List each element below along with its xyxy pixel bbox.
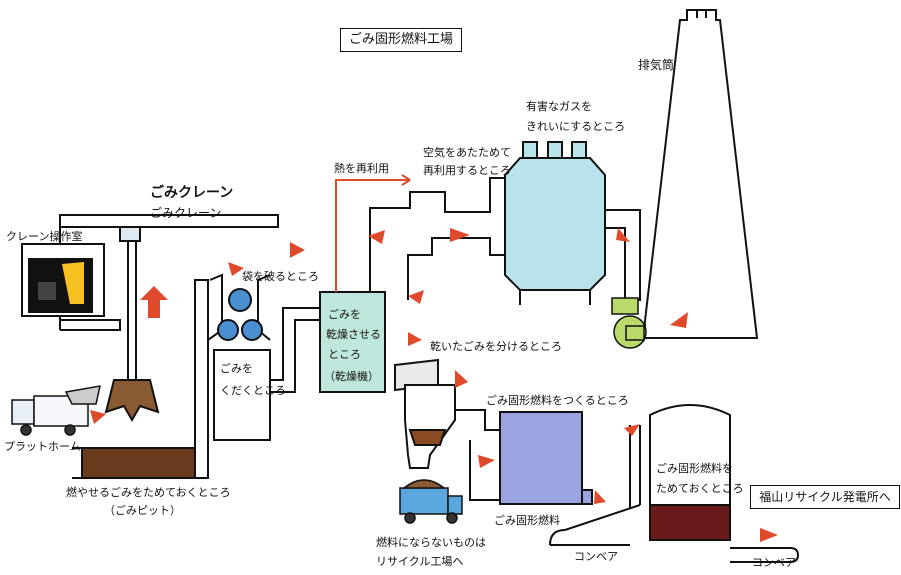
refuse-pit bbox=[72, 273, 271, 479]
destination-box: 福山リサイクル発電所へ bbox=[750, 485, 900, 509]
pit-label-2: （ごみピット） bbox=[104, 504, 181, 517]
heat-reuse-label: 熱を再利用 bbox=[334, 162, 389, 175]
non-fuel-label-2: リサイクル工場へ bbox=[376, 555, 464, 568]
crusher-label-2: くだくところ bbox=[220, 384, 286, 397]
heat-recycle-line bbox=[335, 174, 411, 292]
rdf-make-label: ごみ固形燃料をつくるところ bbox=[486, 394, 629, 407]
air-heat-label-2: 再利用するところ bbox=[423, 164, 511, 177]
bag-break-label: 袋を破るところ bbox=[242, 270, 319, 283]
crane-sub-label: ごみクレーン bbox=[150, 206, 222, 220]
conveyor-label-2: コンベア bbox=[752, 556, 796, 569]
non-fuel-label-1: 燃料にならないものは bbox=[376, 536, 486, 549]
grab-bucket bbox=[104, 379, 160, 423]
rdf-store-label-1: ごみ固形燃料を bbox=[656, 462, 733, 475]
crusher-label-1: ごみを bbox=[220, 362, 253, 375]
air-heat-label-1: 空気をあたためて bbox=[423, 146, 511, 159]
recycle-truck bbox=[399, 479, 463, 524]
stack-label: 排気筒 bbox=[638, 58, 675, 72]
gas-cleaner-label-1: 有害なガスを bbox=[526, 100, 592, 113]
exhaust-fan bbox=[611, 297, 647, 349]
rdf-label: ごみ固形燃料 bbox=[494, 514, 560, 527]
flow-arrows bbox=[90, 228, 778, 542]
crane-room-label: クレーン操作室 bbox=[6, 230, 83, 243]
separator bbox=[394, 358, 456, 469]
platform-label: プラットホーム bbox=[4, 440, 81, 453]
pit-label-1: 燃やせるごみをためておくところ bbox=[66, 486, 231, 499]
crusher bbox=[213, 288, 320, 441]
diagram-title: ごみ固形燃料工場 bbox=[340, 28, 462, 52]
rdf-press bbox=[455, 409, 593, 505]
conveyor-label-1: コンベア bbox=[574, 550, 618, 563]
crane-structure bbox=[59, 214, 279, 380]
dryer-label-2: 乾燥させる bbox=[326, 328, 381, 341]
gas-cleaner bbox=[504, 141, 606, 305]
dryer-label-4: （乾燥機） bbox=[324, 370, 379, 383]
exhaust-stack bbox=[641, 9, 759, 339]
conveyors bbox=[549, 504, 800, 563]
crane-heading: ごみクレーン bbox=[150, 185, 234, 201]
gas-cleaner-label-2: きれいにするところ bbox=[526, 120, 626, 133]
separator-label: 乾いたごみを分けるところ bbox=[430, 340, 562, 353]
crane-control-room bbox=[21, 243, 105, 317]
rdf-store-label-2: ためておくところ bbox=[656, 482, 744, 495]
storage-silo bbox=[629, 404, 731, 541]
garbage-truck bbox=[11, 385, 101, 436]
dryer-label-3: ところ bbox=[328, 348, 361, 361]
dryer-label-1: ごみを bbox=[328, 308, 361, 321]
dryer bbox=[319, 291, 386, 393]
